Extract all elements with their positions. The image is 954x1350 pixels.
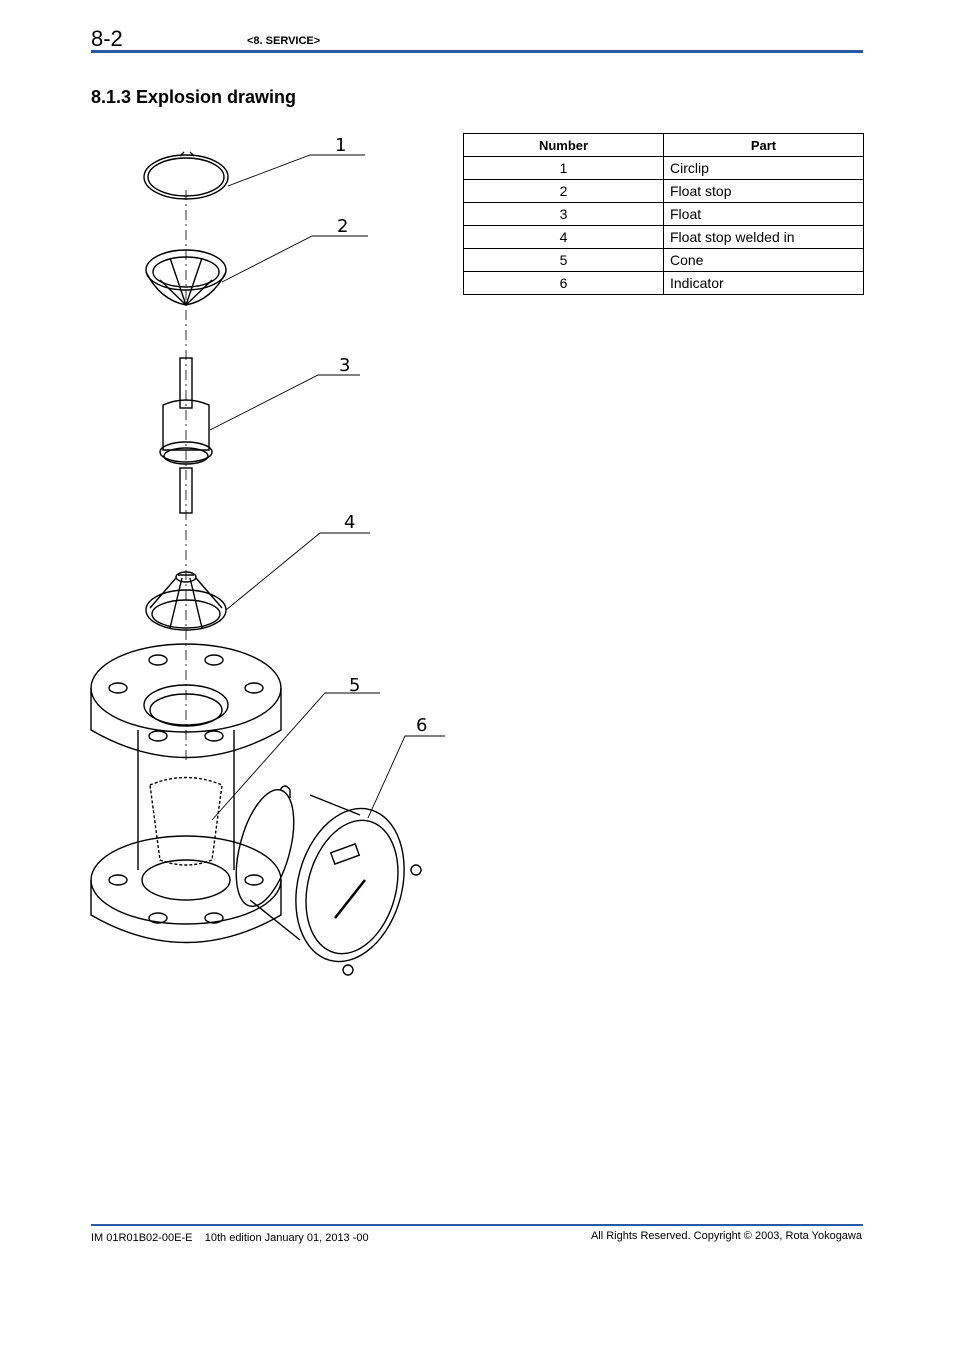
table-row: 2 Float stop [463,179,864,203]
row-part: Cone [663,248,864,272]
callout-4: 4 [344,512,355,533]
edition: 10th edition January 01, 2013 -00 [204,1232,369,1244]
float-part [159,357,213,514]
parts-table: Number Part 1 Circlip 2 Float stop 3 Flo… [463,133,864,295]
table-row: 1 Circlip [463,156,864,180]
footer-doc-info: IM 01R01B02-00E-E 10th edition January 0… [91,1232,369,1244]
cone-body-part [90,643,282,944]
row-number: 6 [463,271,664,295]
table-row: 6 Indicator [463,271,864,295]
callout-5: 5 [349,675,360,696]
column-header-part: Part [663,133,864,157]
row-number: 3 [463,202,664,226]
header-rule [91,50,863,53]
row-part: Float [663,202,864,226]
circlip-part [143,151,229,200]
footer-rule [91,1224,863,1226]
table-row: 3 Float [463,202,864,226]
row-part: Float stop [663,179,864,203]
leader-lines [209,154,445,821]
callout-3: 3 [339,355,350,376]
table-row: 4 Float stop welded in [463,225,864,249]
row-part: Indicator [663,271,864,295]
row-part: Float stop welded in [663,225,864,249]
column-header-number: Number [463,133,664,157]
doc-id: IM 01R01B02-00E-E [91,1232,193,1244]
float-stop-welded-part [145,571,227,631]
float-stop-part [145,249,227,306]
section-tag: <8. SERVICE> [247,35,321,47]
row-part: Circlip [663,156,864,180]
callout-6: 6 [416,715,427,736]
copyright: All Rights Reserved. Copyright © 2003, R… [590,1230,862,1242]
callout-1: 1 [335,135,346,156]
row-number: 2 [463,179,664,203]
row-number: 4 [463,225,664,249]
explosion-drawing: 1 2 3 4 5 6 [90,135,445,976]
row-number: 5 [463,248,664,272]
row-number: 1 [463,156,664,180]
table-row: 5 Cone [463,248,864,272]
table-header-row: Number Part [463,133,864,157]
callout-2: 2 [337,216,348,237]
page-number: 8-2 [91,26,123,51]
indicator-part [235,785,422,976]
section-heading: 8.1.3 Explosion drawing [91,87,297,107]
